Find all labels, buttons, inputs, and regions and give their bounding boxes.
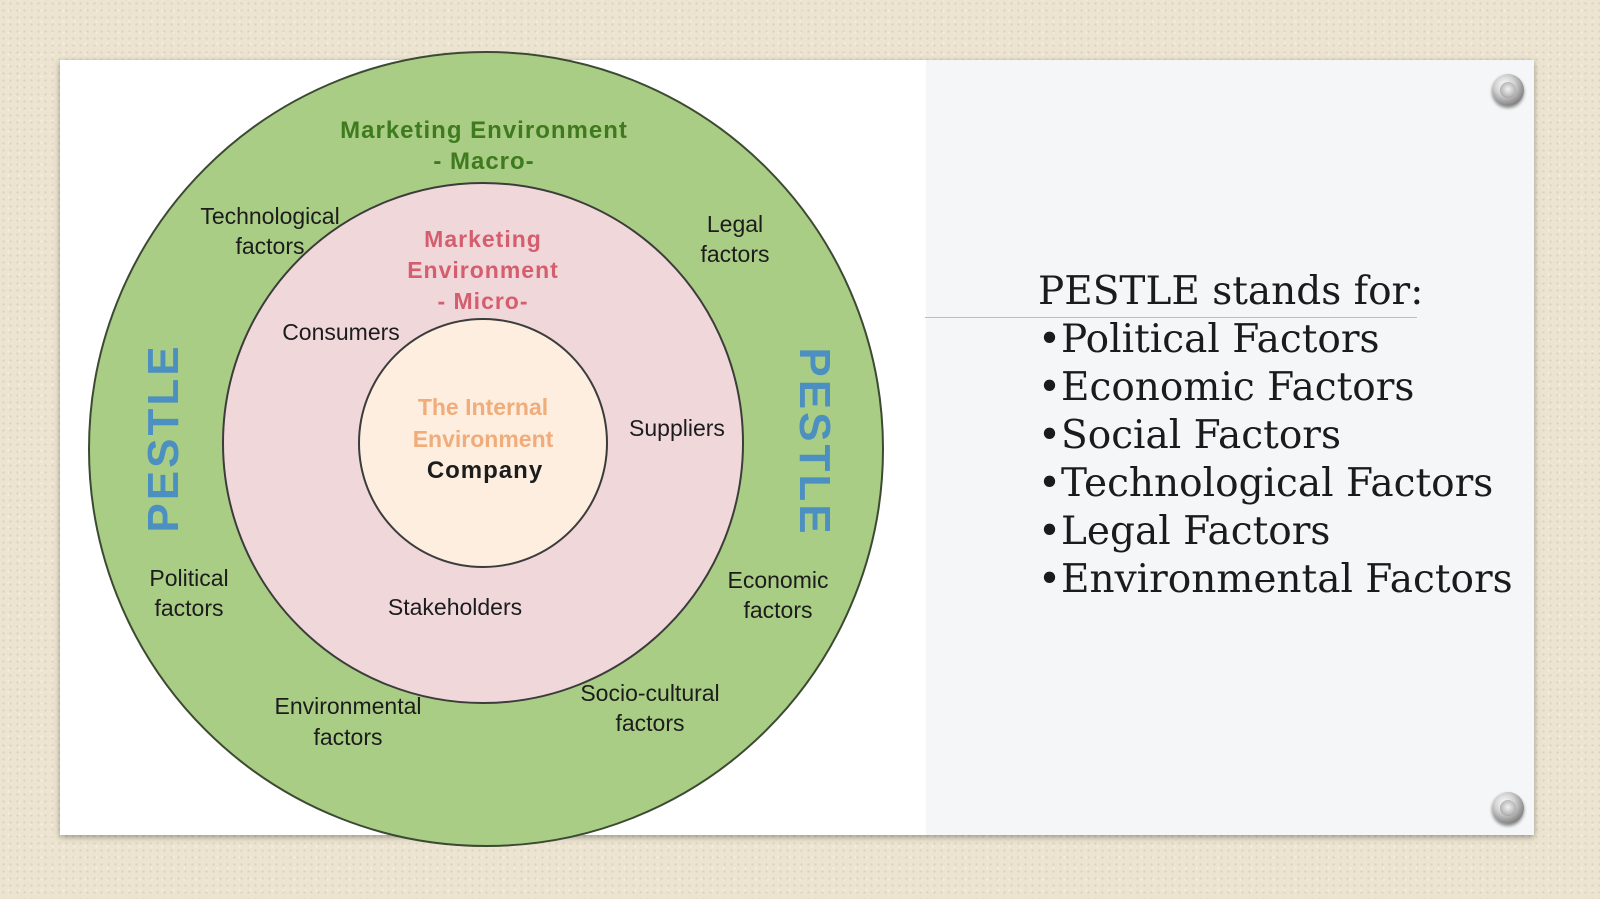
micro-title-line3: - Micro-	[437, 288, 528, 314]
pushpin-icon	[1492, 74, 1524, 106]
pestle-list: PESTLE stands for: •Political Factors •E…	[1038, 268, 1513, 604]
internal-environment-core	[358, 318, 608, 568]
sociocultural-factors-line1: Socio-cultural	[580, 680, 719, 706]
pestle-heading: PESTLE stands for:	[1038, 269, 1424, 314]
political-factors-line1: Political	[149, 565, 228, 591]
suppliers-label: Suppliers	[629, 415, 725, 441]
environmental-factors-line1: Environmental	[274, 693, 421, 719]
list-item: •Technological Factors	[1038, 461, 1494, 506]
list-item: •Social Factors	[1038, 413, 1341, 458]
technological-factors-line2: factors	[235, 233, 304, 259]
consumers-label: Consumers	[282, 319, 400, 345]
list-item: •Environmental Factors	[1038, 557, 1513, 602]
environmental-factors-line2: factors	[313, 724, 382, 750]
legal-factors-line2: factors	[700, 241, 769, 267]
list-item: •Legal Factors	[1038, 509, 1331, 554]
technological-factors-line1: Technological	[200, 203, 339, 229]
political-factors-line2: factors	[154, 595, 223, 621]
pushpin-icon	[1492, 792, 1524, 824]
pestle-right-label: PESTLE	[790, 347, 839, 536]
macro-title-line2: - Macro-	[433, 148, 534, 175]
economic-factors-line1: Economic	[728, 567, 829, 593]
stakeholders-label: Stakeholders	[388, 594, 522, 620]
heading-divider	[925, 317, 1417, 318]
legal-factors-line1: Legal	[707, 211, 763, 237]
internal-title-line2: Environment	[413, 426, 554, 452]
marketing-environment-diagram: Marketing Environment - Macro- Marketing…	[88, 51, 884, 847]
sociocultural-factors-line2: factors	[615, 710, 684, 736]
company-label: Company	[427, 457, 543, 484]
list-item: •Political Factors	[1038, 317, 1380, 362]
pestle-left-label: PESTLE	[139, 343, 188, 532]
slide-right-panel	[926, 60, 1534, 835]
list-item: •Economic Factors	[1038, 365, 1415, 410]
micro-title-line2: Environment	[407, 257, 559, 283]
macro-title-line1: Marketing Environment	[340, 117, 628, 144]
micro-title-line1: Marketing	[424, 226, 542, 252]
economic-factors-line2: factors	[743, 597, 812, 623]
internal-title-line1: The Internal	[418, 394, 548, 420]
